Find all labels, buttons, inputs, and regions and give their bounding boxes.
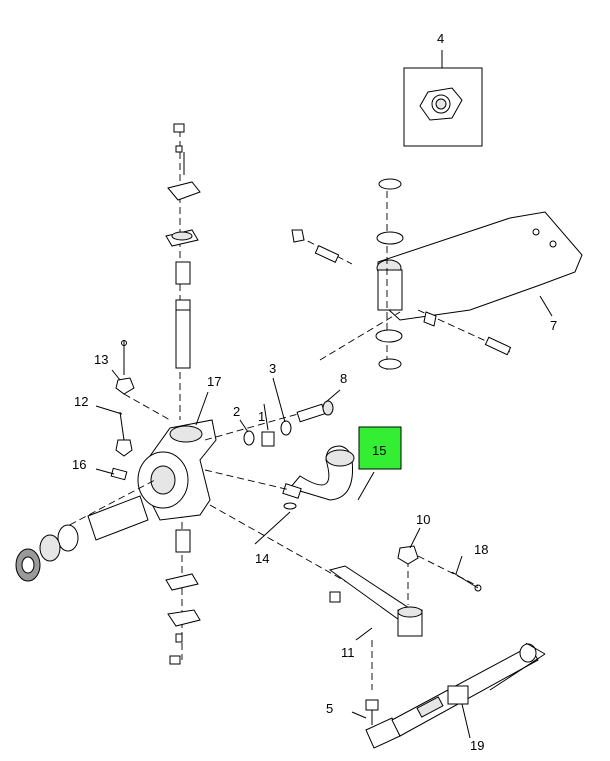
tie-rod-end-assembly	[209, 504, 482, 637]
callout-3: 3	[269, 361, 276, 376]
bushing-hardware	[204, 311, 401, 447]
callout-14: 14	[255, 551, 269, 566]
callout-19: 19	[470, 738, 484, 753]
callout-4: 4	[437, 31, 444, 46]
callout-8: 8	[340, 371, 347, 386]
steering-arm	[204, 445, 355, 501]
leader-lines	[95, 295, 553, 739]
callout-2: 2	[233, 404, 240, 419]
callout-7: 7	[550, 318, 557, 333]
callout-11: 11	[341, 645, 355, 660]
tie-rod-assembly	[365, 640, 546, 749]
steering-knuckle	[15, 419, 217, 582]
callout-18: 18	[474, 542, 488, 557]
axle-beam	[291, 178, 583, 370]
cotter-and-nut-hardware	[110, 340, 297, 510]
callout-12: 12	[74, 394, 88, 409]
callout-16: 16	[72, 457, 86, 472]
callout-15: 15	[372, 443, 386, 458]
callout-17: 17	[207, 374, 221, 389]
part-4-detail-box	[403, 50, 483, 147]
callout-1: 1	[258, 409, 265, 424]
highlight-box-15[interactable]	[358, 426, 402, 470]
callout-13: 13	[94, 352, 108, 367]
callout-5: 5	[326, 701, 333, 716]
callout-10: 10	[416, 512, 430, 527]
kingpin-stack	[165, 123, 201, 665]
